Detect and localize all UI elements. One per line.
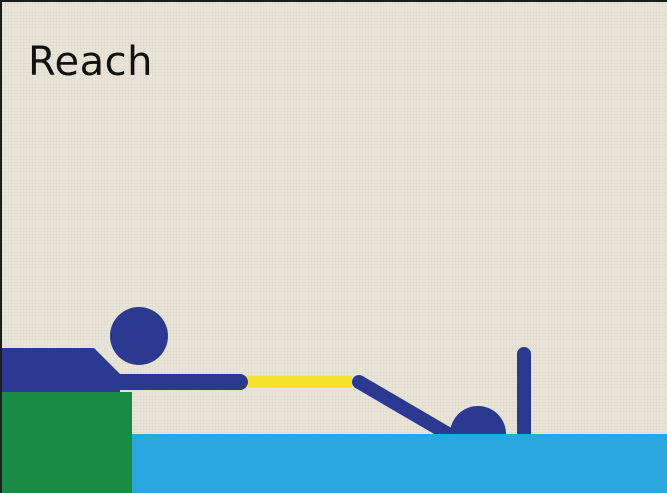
dock-ground [2, 392, 132, 493]
rescuer-figure-icon [2, 307, 240, 392]
water-surface [132, 434, 667, 493]
rescuer-body [2, 348, 120, 392]
victim-head [450, 406, 506, 434]
victim-figure-icon [359, 354, 524, 434]
rescuer-head [110, 307, 168, 365]
victim-reaching-arm [359, 382, 448, 434]
